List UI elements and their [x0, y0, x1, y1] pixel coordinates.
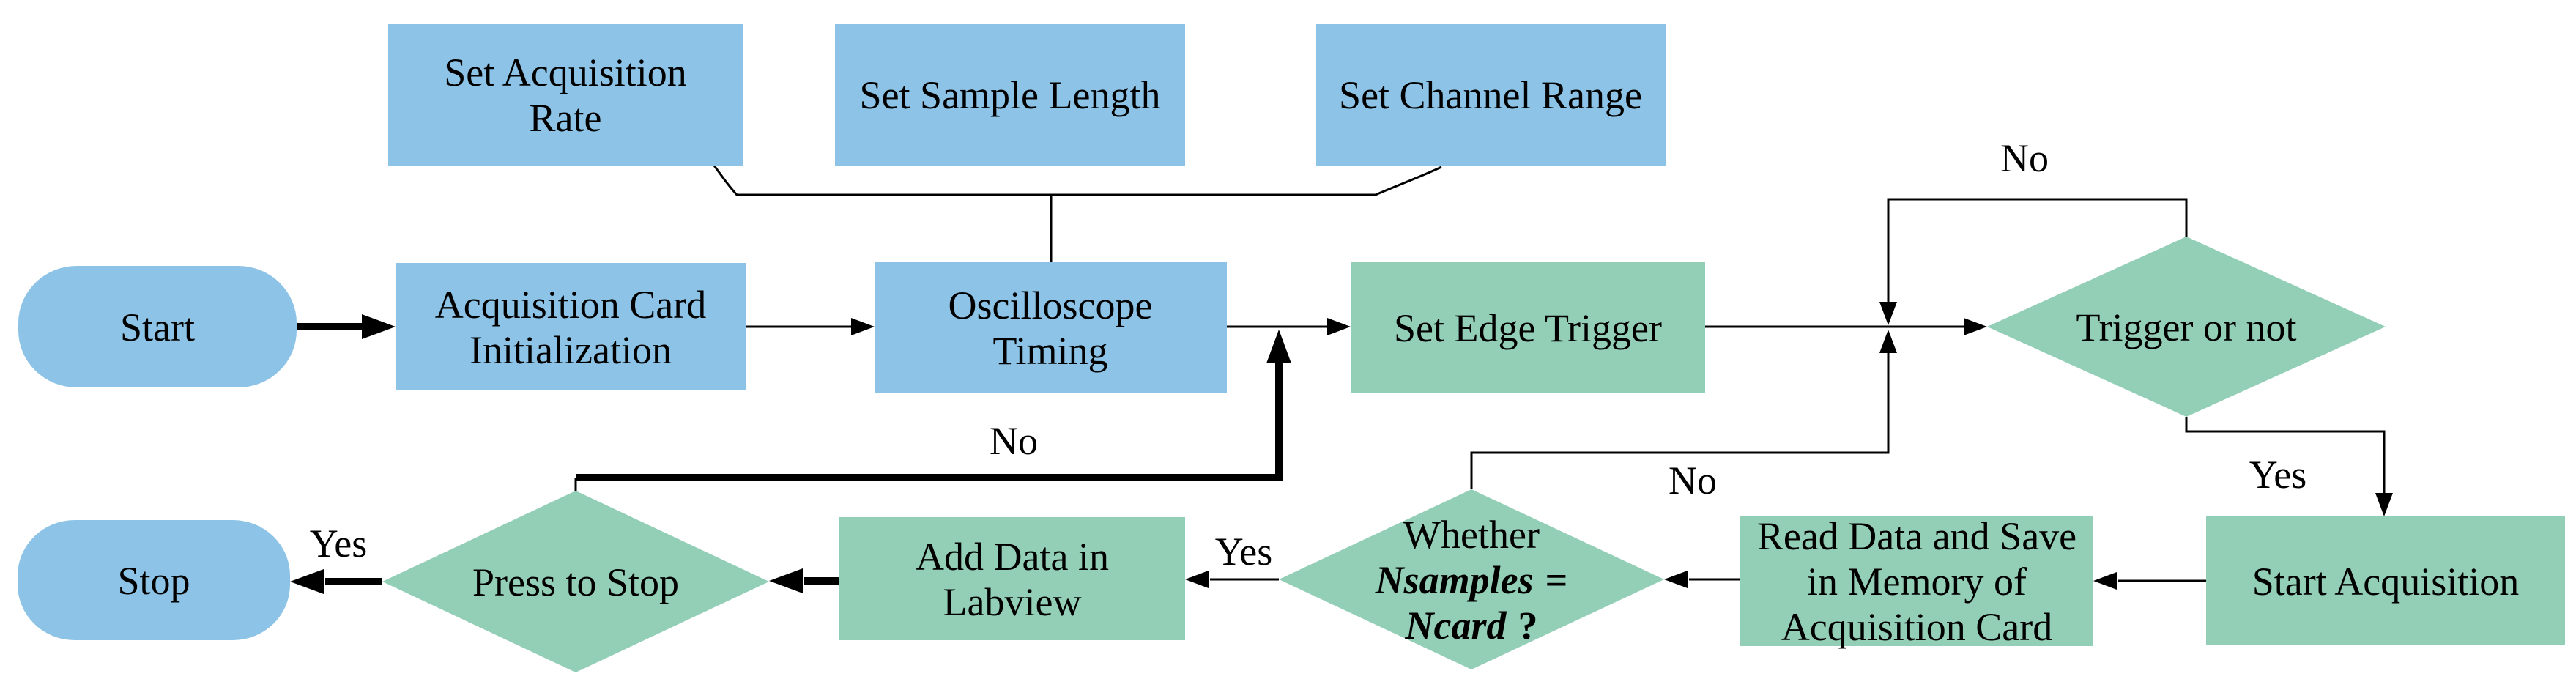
add-data-labview-box	[839, 517, 1185, 640]
set-acquisition-rate-label-line1: Set Acquisition	[444, 51, 687, 94]
edge-trigger-yes	[2185, 417, 2386, 493]
set-acquisition-rate-label-line2: Rate	[530, 96, 602, 140]
add-data-labview-label-line1: Add Data in	[916, 535, 1109, 579]
acquisition-card-initialization-label-line2: Initialization	[469, 328, 672, 372]
press-to-stop-label: Press to Stop	[472, 560, 679, 604]
start-acquisition-box	[2206, 516, 2565, 645]
label-press-no: No	[990, 419, 1038, 463]
acquisition-card-initialization-label-line1: Acquisition Card	[435, 283, 706, 327]
node-set-channel-range: Set Channel Range	[1316, 24, 1666, 166]
node-read-data-save: Read Data and Save in Memory of Acquisit…	[1740, 514, 2093, 649]
trigger-or-not-diamond	[1987, 237, 2386, 417]
stop-terminator	[18, 520, 290, 640]
oscilloscope-timing-label-line2: Timing	[992, 329, 1107, 373]
read-data-save-box	[1740, 516, 2093, 646]
node-acquisition-card-initialization: Acquisition Card Initialization	[396, 263, 746, 390]
read-data-save-label-line3: Acquisition Card	[1781, 605, 2052, 649]
arrowhead-trigger-no-loop	[1879, 302, 1897, 325]
read-data-save-label-line2: in Memory of	[1807, 560, 2027, 604]
arrowhead-acq-init-to-oscilloscope	[851, 318, 875, 335]
whether-nsamples-label-line3: Ncard?	[1405, 604, 1538, 648]
node-set-acquisition-rate: Set Acquisition Rate	[388, 24, 743, 166]
node-set-edge-trigger: Set Edge Trigger	[1351, 262, 1705, 393]
label-whether-no: No	[1669, 459, 1717, 502]
label-trigger-yes: Yes	[2249, 453, 2307, 497]
arrowhead-whether-yes	[1185, 571, 1209, 588]
set-channel-range-label: Set Channel Range	[1339, 73, 1642, 117]
arrowhead-set-edge-trigger-to-trigger-or-not	[1964, 318, 1987, 335]
set-sample-length-label: Set Sample Length	[860, 73, 1161, 117]
node-start: Start	[18, 266, 297, 387]
acquisition-card-initialization-box	[396, 263, 746, 390]
node-add-data-labview: Add Data in Labview	[839, 517, 1185, 640]
stop-label: Stop	[117, 559, 190, 603]
set-sample-length-box	[835, 24, 1185, 166]
arrowhead-press-stop-to-stop	[290, 569, 324, 594]
start-label: Start	[120, 305, 195, 349]
node-set-sample-length: Set Sample Length	[835, 24, 1185, 166]
set-edge-trigger-label: Set Edge Trigger	[1394, 306, 1662, 350]
arrowhead-add-data-to-press-stop	[769, 568, 803, 593]
start-terminator	[18, 266, 297, 387]
arrowhead-oscilloscope-to-set-edge-trigger	[1327, 318, 1351, 335]
add-data-labview-label-line2: Labview	[943, 580, 1082, 624]
whether-nsamples-label-line1: Whether	[1403, 513, 1540, 557]
node-trigger-or-not: Trigger or not	[1987, 237, 2386, 417]
edge-settings-bracket	[713, 165, 1442, 196]
arrowhead-press-no-loop	[1266, 330, 1291, 363]
node-press-to-stop: Press to Stop	[382, 491, 769, 672]
label-whether-yes: Yes	[1215, 530, 1273, 574]
node-whether-nsamples-equals-ncard: Whether Nsamples= Ncard?	[1279, 489, 1664, 669]
arrowhead-whether-no-loop	[1879, 330, 1897, 353]
press-to-stop-diamond	[382, 491, 769, 672]
set-acquisition-rate-box	[388, 24, 743, 166]
trigger-or-not-label: Trigger or not	[2076, 305, 2296, 349]
label-press-yes: Yes	[310, 522, 368, 565]
whether-nsamples-diamond	[1279, 489, 1664, 669]
node-start-acquisition: Start Acquisition	[2206, 516, 2565, 645]
edge-whether-no-loop	[1470, 353, 1890, 489]
oscilloscope-timing-box	[875, 262, 1227, 393]
set-edge-trigger-box	[1351, 262, 1705, 393]
arrowhead-trigger-yes	[2375, 493, 2393, 516]
arrowhead-start-to-acq-init	[362, 314, 396, 339]
node-stop: Stop	[18, 520, 290, 640]
edge-press-no-loop	[576, 363, 1283, 481]
read-data-save-label-line1: Read Data and Save	[1757, 514, 2076, 558]
oscilloscope-timing-label-line1: Oscilloscope	[949, 283, 1153, 327]
edge-trigger-no-loop	[1887, 198, 2188, 302]
start-acquisition-label: Start Acquisition	[2252, 560, 2520, 604]
node-oscilloscope-timing: Oscilloscope Timing	[875, 262, 1227, 393]
set-channel-range-box	[1316, 24, 1666, 166]
label-trigger-no: No	[2000, 136, 2049, 180]
whether-nsamples-label-line2: Nsamples=	[1375, 558, 1568, 602]
arrowhead-start-acq-to-read-data	[2093, 572, 2117, 590]
arrowhead-read-data-to-whether	[1664, 571, 1688, 588]
